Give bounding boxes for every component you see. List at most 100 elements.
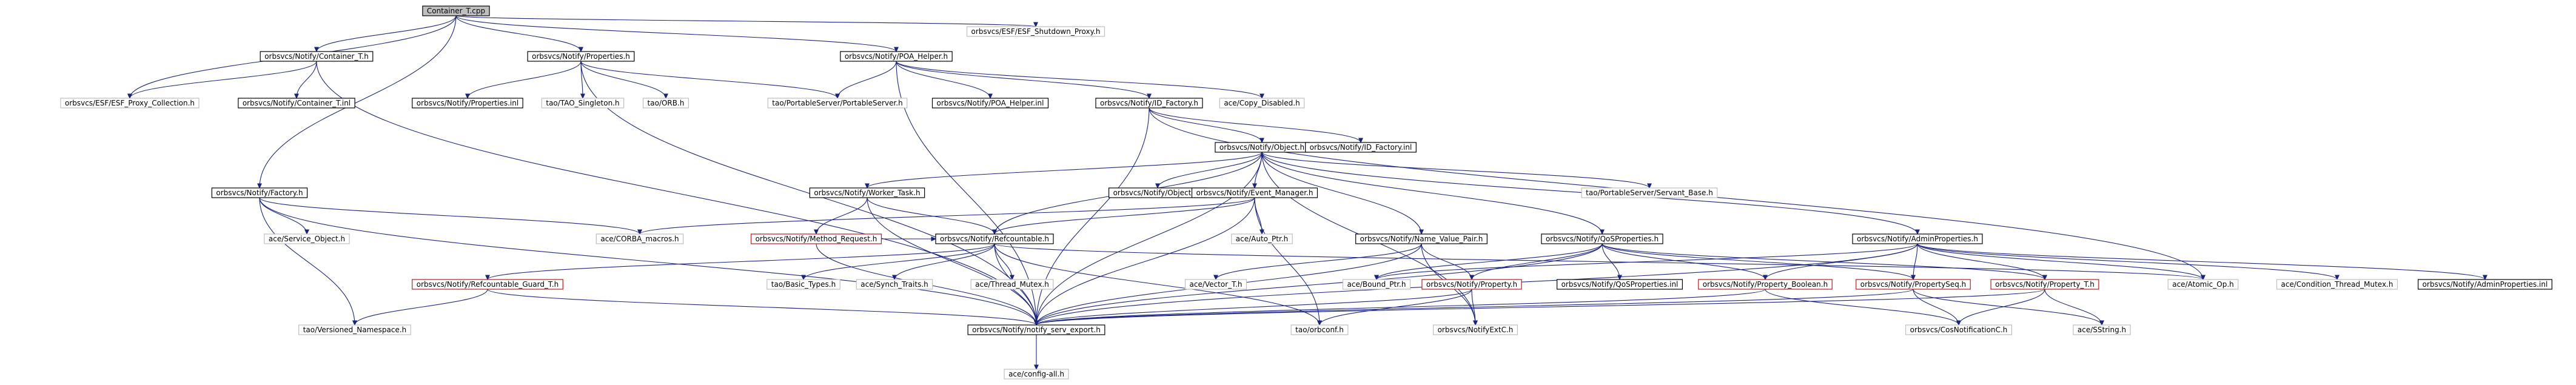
edge-object-h-to-name-value-pair-h (1261, 152, 1422, 235)
arrowhead (1374, 275, 1379, 281)
node-factory-h[interactable]: orbsvcs/Notify/Factory.h (211, 187, 308, 198)
edge-poa-helper-h-to-id-factory-h (896, 61, 1150, 99)
node-event-manager-h[interactable]: orbsvcs/Notify/Event_Manager.h (1191, 187, 1318, 198)
node-container-t-inl[interactable]: orbsvcs/Notify/Container_T.inl (238, 98, 355, 109)
node-box (1342, 279, 1411, 290)
node-qos-properties-h[interactable]: orbsvcs/Notify/QoSProperties.h (1541, 233, 1663, 244)
node-notify-serv-export[interactable]: orbsvcs/Notify/notify_serv_export.h (967, 324, 1105, 335)
edge-factory-h-to-notify-serv-export (259, 197, 1037, 326)
edge-refcountable-h-to-refcountable-guard-t-h (487, 243, 995, 280)
edge-admin-properties-h-to-admin-properties-inl (1917, 243, 2486, 280)
edge-qos-properties-h-to-property-seq-h (1602, 243, 1914, 280)
node-config-all: ace/config-all.h (1004, 369, 1069, 380)
node-object-inl[interactable]: orbsvcs/Notify/Object.inl (1108, 187, 1207, 198)
edge-qos-properties-h-to-property-boolean-h (1602, 243, 1766, 280)
arrowhead (1155, 183, 1160, 189)
edge-poa-helper-h-to-poa-helper-inl (896, 61, 991, 99)
edge-container-t-cpp-to-factory-h (259, 15, 457, 189)
node-label: orbsvcs/Notify/Method_Request.h (756, 235, 877, 243)
edge-object-h-to-servant-base (1261, 152, 1650, 189)
node-atomic-op: ace/Atomic_Op.h (2167, 279, 2239, 290)
node-box (412, 98, 523, 109)
node-label: Container_T.cpp (427, 7, 485, 15)
node-box (412, 279, 563, 290)
node-container-t-h[interactable]: orbsvcs/Notify/Container_T.h (260, 51, 374, 62)
node-refcountable-h[interactable]: orbsvcs/Notify/Refcountable.h (935, 233, 1054, 244)
node-id-factory-inl[interactable]: orbsvcs/Notify/ID_Factory.inl (1305, 142, 1417, 153)
node-label: ace/Copy_Disabled.h (1224, 99, 1300, 107)
node-admin-properties-h[interactable]: orbsvcs/Notify/AdminProperties.h (1852, 233, 1983, 244)
arrowhead (1647, 183, 1652, 189)
node-box (2276, 279, 2398, 290)
node-method-request-h: orbsvcs/Notify/Method_Request.h (750, 233, 882, 244)
node-corba-macros: ace/CORBA_macros.h (595, 233, 684, 244)
node-label: orbsvcs/Notify/Property_Boolean.h (1703, 280, 1828, 289)
node-label: orbsvcs/Notify/AdminProperties.h (1857, 235, 1978, 243)
arrowhead (663, 93, 668, 99)
arrowhead (127, 93, 132, 99)
arrowhead (1358, 138, 1363, 144)
edge-container-t-cpp-to-esf-shutdown-proxy (455, 15, 1036, 27)
node-orbconf: tao/orbconf.h (1290, 324, 1349, 335)
node-name-value-pair-h[interactable]: orbsvcs/Notify/Name_Value_Pair.h (1355, 233, 1488, 244)
arrowhead (294, 93, 299, 99)
edge-property-t-h-to-sstring (2044, 289, 2102, 326)
arrowhead (988, 93, 993, 99)
node-label: orbsvcs/Notify/Properties.inl (417, 99, 518, 107)
node-box (840, 51, 953, 62)
node-box (750, 233, 882, 244)
node-box (809, 187, 925, 198)
edge-property-seq-h-to-sstring (1913, 289, 2102, 326)
node-poa-helper-h[interactable]: orbsvcs/Notify/POA_Helper.h (840, 51, 953, 62)
node-bound-ptr: ace/Bound_Ptr.h (1342, 279, 1411, 290)
node-tao-singleton: tao/TAO_Singleton.h (541, 98, 625, 109)
node-label: ace/Bound_Ptr.h (1347, 280, 1406, 289)
node-auto-ptr: ace/Auto_Ptr.h (1231, 233, 1293, 244)
node-box (2167, 279, 2239, 290)
node-box (1184, 279, 1247, 290)
arrowhead (801, 275, 806, 281)
node-box (298, 324, 411, 335)
node-service-object: ace/Service_Object.h (264, 233, 350, 244)
edge-container-t-h-to-esf-proxy-collection (129, 61, 317, 99)
node-object-h[interactable]: orbsvcs/Notify/Object.h (1215, 142, 1309, 153)
arrowhead (931, 236, 937, 241)
node-label: orbsvcs/Notify/Refcountable_Guard_T.h (417, 280, 559, 289)
node-id-factory-h[interactable]: orbsvcs/Notify/ID_Factory.h (1095, 98, 1203, 109)
node-box (2418, 279, 2552, 290)
node-sstring: ace/SString.h (2073, 324, 2131, 335)
node-versioned-namespace: tao/Versioned_Namespace.h (298, 324, 411, 335)
node-worker-task-h[interactable]: orbsvcs/Notify/Worker_Task.h (809, 187, 925, 198)
arrowhead (1911, 275, 1916, 281)
edge-name-value-pair-h-to-property-h (1421, 243, 1472, 280)
node-admin-properties-inl[interactable]: orbsvcs/Notify/AdminProperties.inl (2418, 279, 2552, 290)
node-copy-disabled: ace/Copy_Disabled.h (1219, 98, 1305, 109)
node-container-t-cpp[interactable]: Container_T.cpp (422, 5, 490, 16)
node-box (1432, 324, 1518, 335)
node-properties-inl[interactable]: orbsvcs/Notify/Properties.inl (412, 98, 523, 109)
node-box (967, 324, 1105, 335)
node-properties-h[interactable]: orbsvcs/Notify/Properties.h (527, 51, 635, 62)
node-qos-properties-inl[interactable]: orbsvcs/Notify/QoSProperties.inl (1557, 279, 1683, 290)
edge-container-t-cpp-to-container-t-h (316, 15, 457, 52)
arrowhead (1034, 320, 1039, 326)
node-label: orbsvcs/Notify/notify_serv_export.h (972, 326, 1101, 334)
node-label: orbsvcs/Notify/Worker_Task.h (814, 189, 920, 197)
node-box (264, 233, 350, 244)
node-synch-traits: ace/Synch_Traits.h (856, 279, 933, 290)
edge-container-t-h-to-container-t-inl (296, 61, 317, 99)
node-label: orbsvcs/Notify/ID_Factory.inl (1310, 143, 1412, 152)
node-box (1231, 233, 1293, 244)
node-box (767, 98, 908, 109)
edge-property-t-h-to-cos-notification-c (1958, 289, 2045, 326)
arrowhead (865, 183, 870, 189)
node-label: orbsvcs/Notify/Object.inl (1113, 189, 1202, 197)
edge-worker-task-h-to-notify-serv-export (867, 197, 1037, 326)
node-poa-helper-inl[interactable]: orbsvcs/Notify/POA_Helper.inl (931, 98, 1049, 109)
node-label: orbsvcs/NotifyExtC.h (1438, 326, 1514, 334)
node-label: orbsvcs/Notify/Container_T.h (264, 52, 369, 61)
node-label: ace/Atomic_Op.h (2172, 280, 2234, 289)
node-box (541, 98, 625, 109)
node-label: orbsvcs/Notify/QoSProperties.inl (1561, 280, 1679, 289)
node-box (527, 51, 635, 62)
